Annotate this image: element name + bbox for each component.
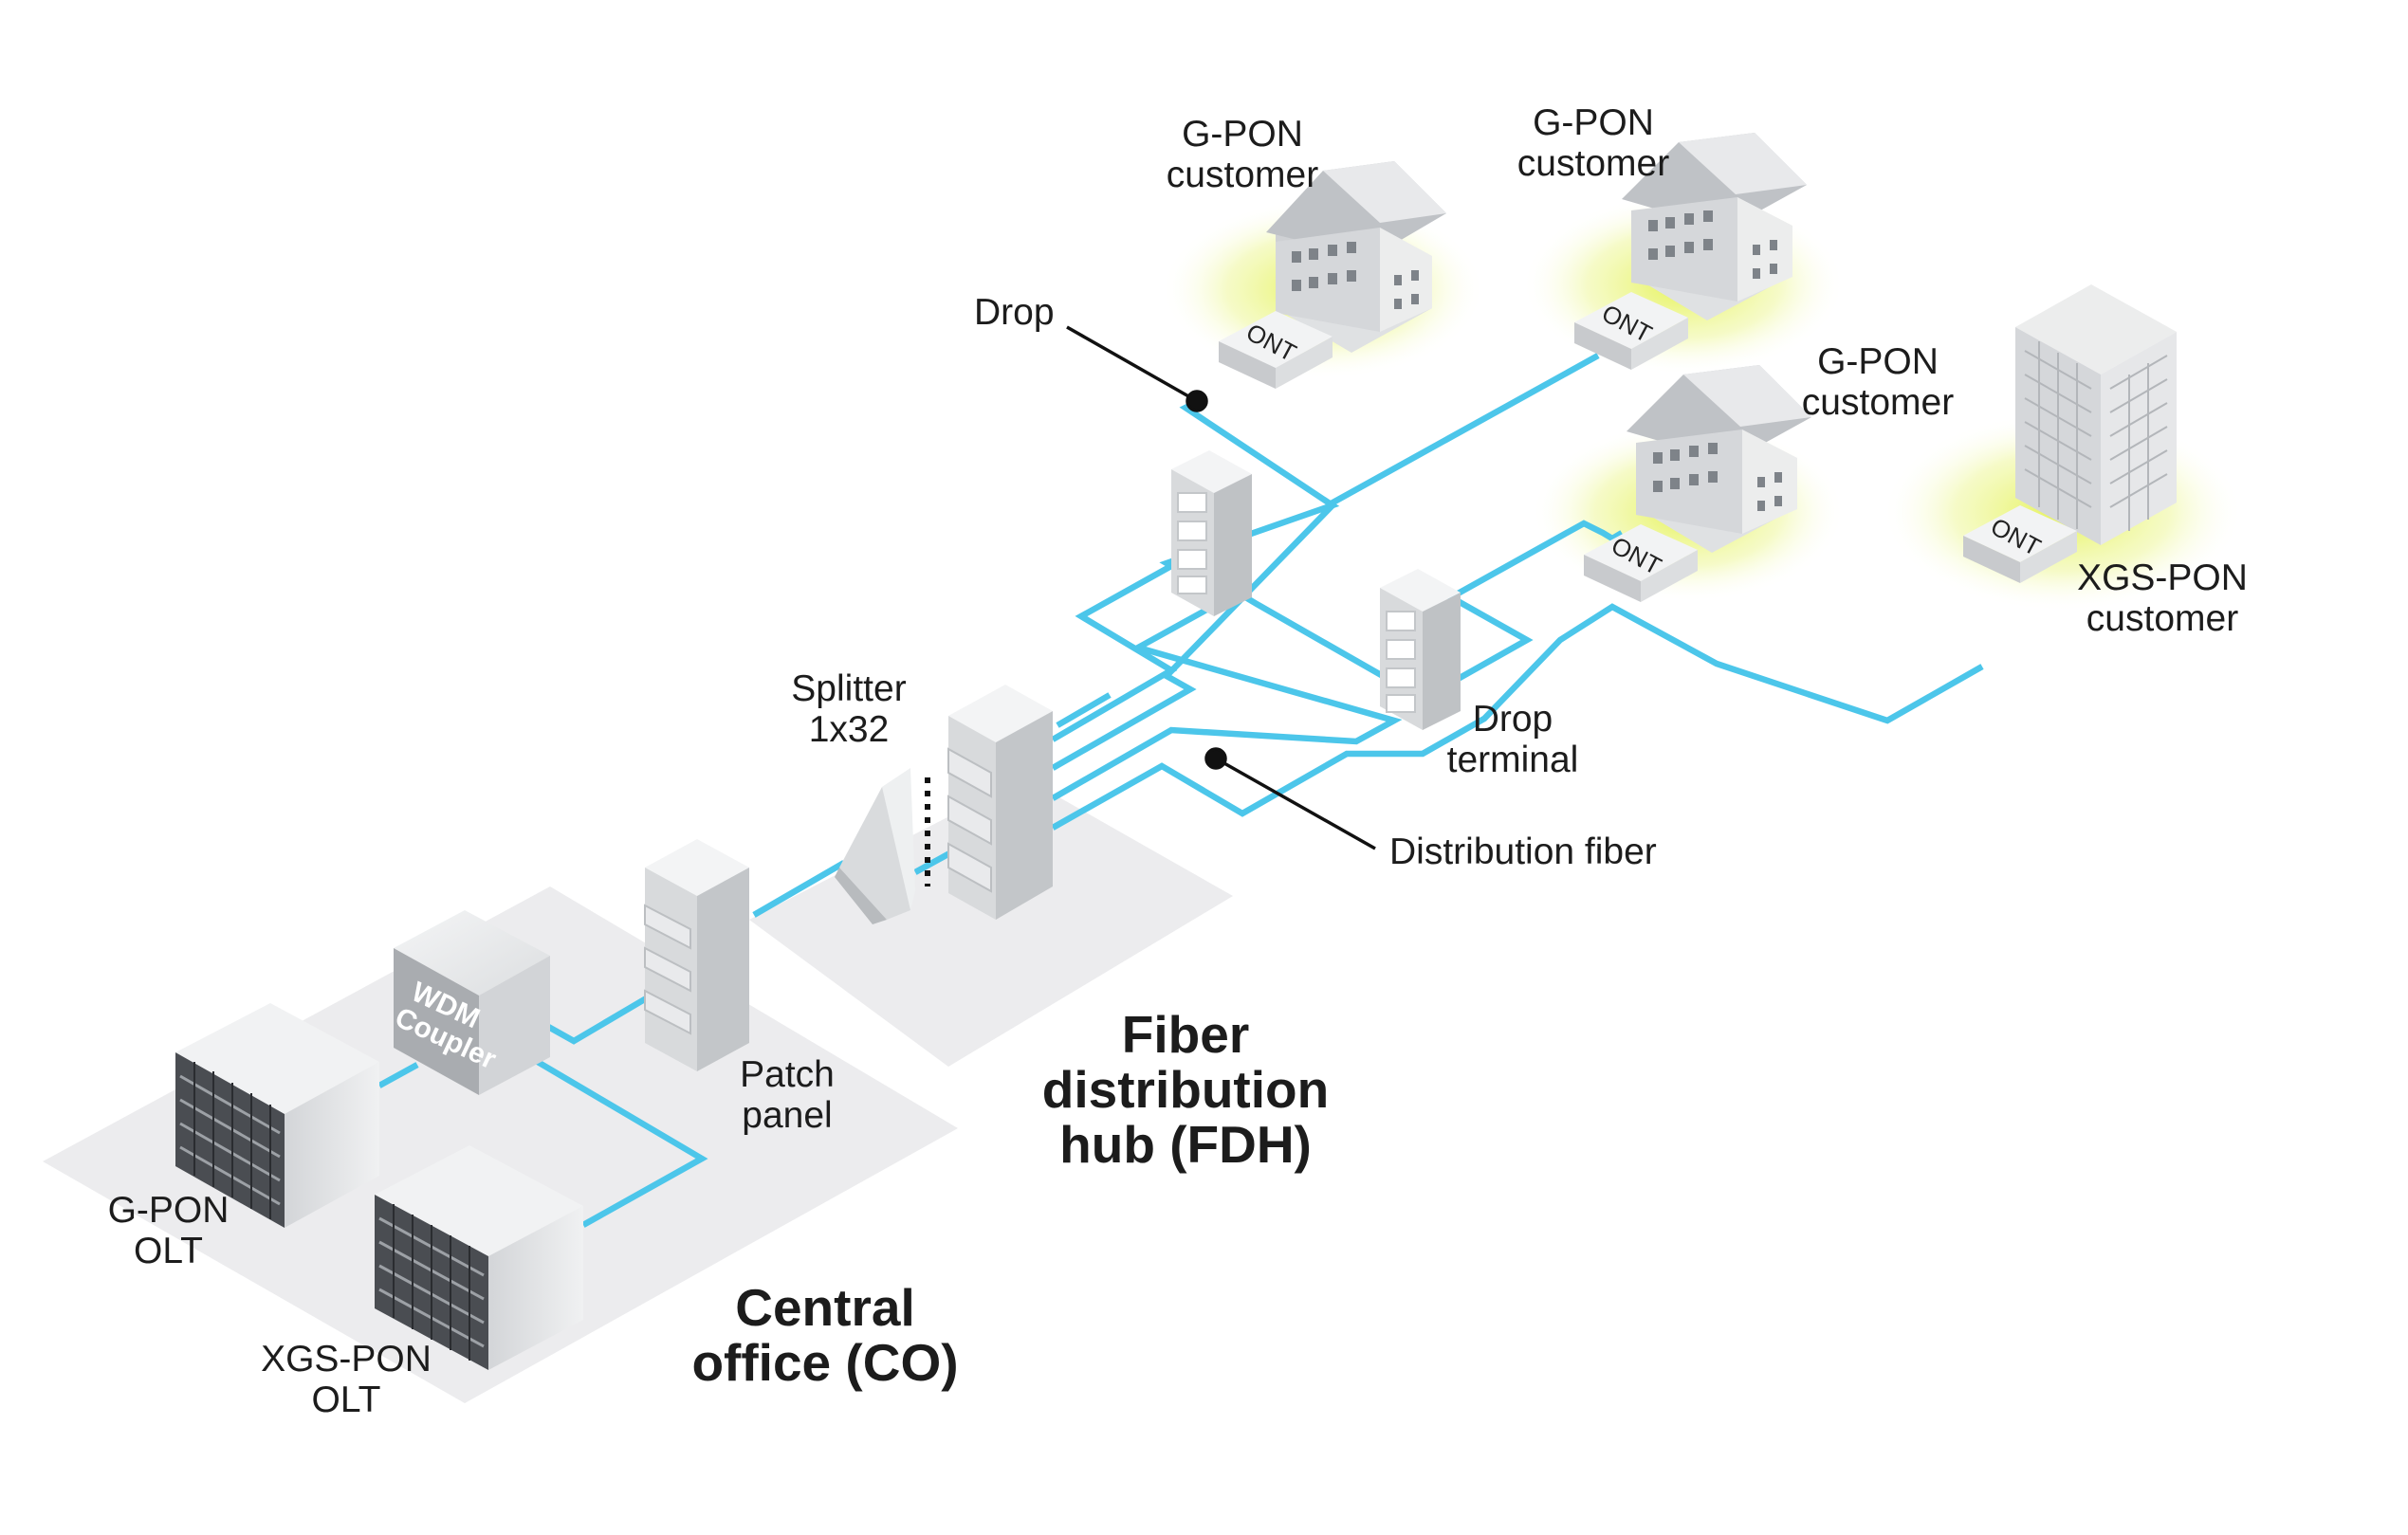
- wdm-to-patch-fiber-2: [524, 1052, 708, 1228]
- label-line: G-PON: [107, 1190, 230, 1231]
- label-line: Drop: [1472, 699, 1553, 740]
- drop-callout-dot: [1186, 390, 1208, 412]
- gpon-customer-1-label: G-PON customer: [1148, 114, 1337, 195]
- label-line: office (CO): [691, 1333, 959, 1392]
- drop-label: Drop: [974, 292, 1055, 333]
- ont-2: ONT: [1574, 292, 1688, 370]
- label-line: G-PON: [1533, 102, 1654, 143]
- distribution-fiber-label: Distribution fiber: [1389, 831, 1657, 872]
- gpon-customer-2-label: G-PON customer: [1498, 102, 1688, 184]
- house-2: [1622, 133, 1807, 320]
- label-line: OLT: [311, 1380, 381, 1420]
- ont-3: ONT: [1584, 524, 1698, 602]
- ont-4: ONT: [1963, 505, 2077, 583]
- label-line: customer: [1801, 382, 1955, 423]
- label-line: customer: [1516, 143, 1670, 184]
- label-line: G-PON: [1817, 341, 1939, 382]
- label-line: Central: [735, 1278, 915, 1337]
- gpon-olt-label: G-PON OLT: [85, 1190, 251, 1271]
- patch-panel-device: [644, 839, 749, 1071]
- label-line: 1x32: [808, 709, 890, 750]
- label-line: Drop: [974, 292, 1055, 333]
- fdh-platform: [749, 777, 1233, 1067]
- fdh-title: Fiber distribution hub (FDH): [1024, 1007, 1347, 1172]
- drop-terminal-cabinet-2: [1380, 569, 1461, 730]
- xgspon-olt-device: [375, 1145, 583, 1370]
- patch-panel-label: Patch panel: [702, 1054, 873, 1136]
- label-line: customer: [1166, 155, 1319, 195]
- splitter-label: Splitter 1x32: [759, 668, 939, 750]
- xgspon-customer-label: XGS-PON customer: [2058, 557, 2267, 639]
- central-office-title: Central office (CO): [664, 1280, 986, 1390]
- splitter-to-fdh-fiber: [913, 849, 955, 875]
- splitter-device: [835, 768, 930, 924]
- gpon-olt-device: [175, 1003, 379, 1228]
- label-line: Patch: [740, 1054, 835, 1095]
- label-line: OLT: [134, 1231, 203, 1271]
- drop-terminal-cabinet-1: [1171, 450, 1252, 616]
- label-line: terminal: [1446, 740, 1579, 780]
- callout-leaders: [1066, 325, 1376, 850]
- house-1: [1266, 161, 1446, 353]
- distribution-fiber-4: [1051, 603, 1984, 831]
- patch-to-splitter-fiber: [752, 860, 846, 918]
- label-line: distribution: [1041, 1060, 1330, 1119]
- ont-1: ONT: [1219, 311, 1333, 389]
- label-line: Fiber: [1121, 1005, 1250, 1064]
- olt-to-wdm-fiber: [377, 1062, 419, 1088]
- fiber-lines: [377, 353, 1984, 1228]
- label-line: XGS-PON: [261, 1339, 432, 1380]
- label-line: XGS-PON: [2077, 557, 2248, 598]
- house-3: [1627, 365, 1811, 553]
- fiber-routing: [1056, 692, 1112, 728]
- xgspon-olt-label: XGS-PON OLT: [251, 1339, 441, 1420]
- label-line: G-PON: [1182, 114, 1303, 155]
- label-line: Splitter: [791, 668, 907, 709]
- label-line: panel: [742, 1095, 833, 1136]
- distribution-fiber-2b: [1326, 353, 1600, 508]
- distribution-callout-dot: [1204, 747, 1227, 770]
- label-line: Distribution fiber: [1389, 831, 1657, 872]
- distribution-fiber-3: [1051, 520, 1624, 801]
- label-line: customer: [2086, 598, 2239, 639]
- office-building: [2015, 284, 2177, 545]
- gpon-customer-3-label: G-PON customer: [1783, 341, 1973, 423]
- drop-terminal-label: Drop terminal: [1418, 699, 1608, 780]
- fdh-cabinet: [947, 685, 1053, 920]
- wdm-coupler-device: WDM Coupler: [390, 910, 550, 1095]
- distribution-fiber-1: [1051, 401, 1340, 742]
- label-line: hub (FDH): [1059, 1115, 1312, 1174]
